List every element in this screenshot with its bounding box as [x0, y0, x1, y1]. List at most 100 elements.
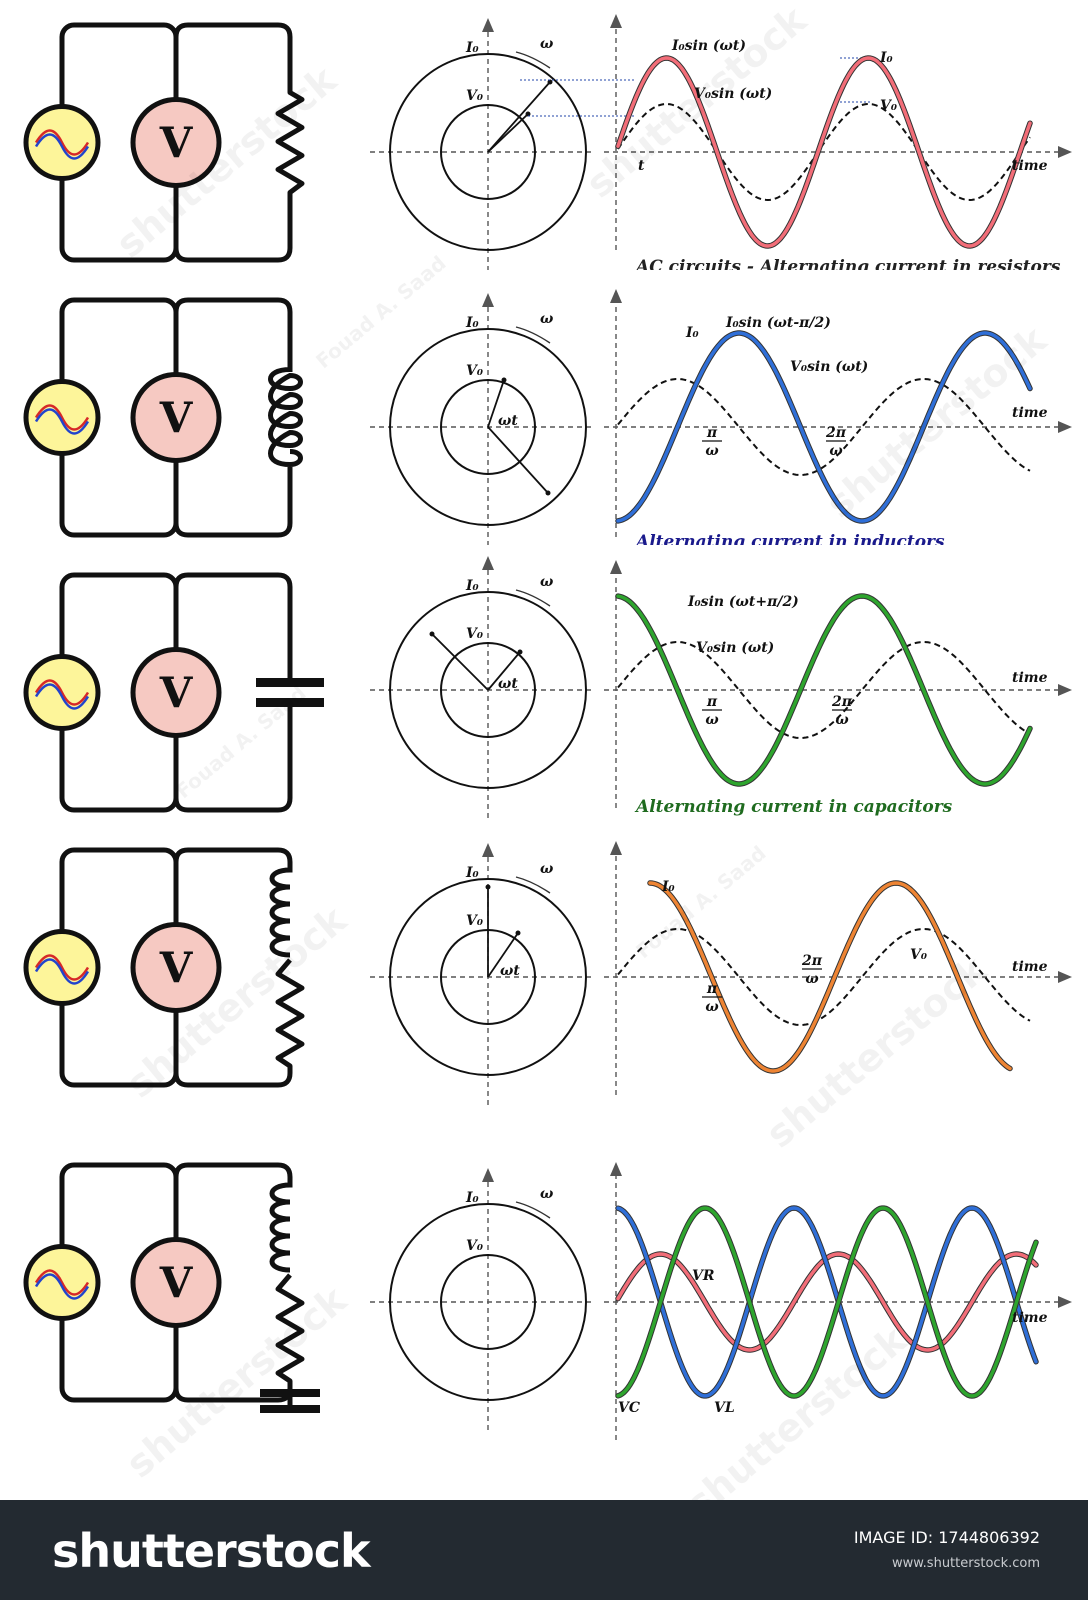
circuit-wire-right: [173, 572, 293, 813]
inductor-icon: [268, 312, 303, 523]
vc-label: VC: [618, 1400, 640, 1416]
sine-wave-icon: [34, 129, 90, 156]
omega-label: ω: [540, 861, 554, 877]
v0-label: V₀: [466, 88, 483, 104]
current-formula: I₀sin (ωt+π/2): [687, 594, 799, 610]
image-id: IMAGE ID: 1744806392: [853, 1528, 1040, 1547]
phasor-vector: [487, 932, 519, 978]
voltage-wave: [617, 928, 1031, 1026]
rotation-arrow-icon: [515, 876, 551, 894]
peak-current-label: I₀: [879, 50, 893, 66]
axis-arrow-icon: [610, 841, 622, 855]
i0-label: I₀: [465, 1190, 479, 1206]
voltmeter-icon: [130, 647, 222, 738]
voltmeter-icon: [130, 372, 222, 463]
axis-arrow-icon: [482, 843, 494, 857]
resistor-icon: [275, 958, 305, 1073]
phasor-vector: [487, 651, 521, 691]
capacitor-icon: [256, 678, 324, 707]
phasor-vector: [487, 81, 551, 153]
inductor-icon: [269, 862, 293, 958]
sine-wave-icon: [34, 958, 90, 985]
axis-arrow-icon: [610, 14, 622, 28]
axis-arrow-icon: [1058, 971, 1072, 983]
axis-arrow-icon: [1058, 421, 1072, 433]
vector-arrowhead-icon: [545, 490, 551, 496]
rotation-arrow-icon: [515, 51, 551, 69]
omega-label: ω: [540, 1186, 554, 1202]
circuit-wire-right: [173, 22, 293, 263]
current-wave: [616, 56, 1032, 248]
sine-wave-icon: [34, 408, 90, 435]
vector-arrowhead-icon: [485, 884, 491, 890]
peak-current-label: I₀: [685, 325, 699, 341]
axis-arrow-icon: [1058, 684, 1072, 696]
rotation-arrow-icon: [515, 589, 551, 607]
brand-logo: shutterstock: [52, 1524, 371, 1578]
axis-arrow-icon: [1058, 146, 1072, 158]
vector-arrowhead-icon: [429, 631, 435, 637]
axis-arrow-icon: [610, 560, 622, 574]
i0-label: I₀: [465, 578, 479, 594]
omega-label: ω: [540, 36, 554, 52]
vector-arrowhead-icon: [515, 930, 521, 936]
voltage-circle: [440, 379, 536, 475]
voltage-wave: [617, 378, 1031, 476]
rotation-arrow-icon: [515, 1201, 551, 1219]
current-wave: [648, 881, 1012, 1073]
vl-wave: [616, 1206, 1038, 1398]
voltage-circle: [440, 104, 536, 200]
voltmeter-letter: V: [159, 394, 194, 443]
fraction-numerator: π: [706, 694, 718, 710]
axis-arrow-icon: [482, 293, 494, 307]
phasor-vector: [487, 379, 505, 428]
vc-wave: [616, 1206, 1038, 1398]
sine-wave-icon: [34, 954, 90, 981]
axis-arrow-icon: [482, 556, 494, 570]
rotation-arrow-icon: [515, 326, 551, 344]
voltage-formula: V₀sin (ωt): [790, 359, 868, 375]
t-label: t: [638, 158, 645, 174]
current-formula: I₀sin (ωt-π/2): [725, 315, 831, 331]
voltmeter-letter: V: [159, 1259, 194, 1308]
axis-arrow-icon: [1058, 1296, 1072, 1308]
current-circle: [389, 328, 587, 526]
sine-wave-icon: [34, 133, 90, 160]
resistor-icon: [275, 1273, 305, 1393]
voltmeter-icon: [130, 97, 222, 188]
axis-arrow-icon: [610, 1162, 622, 1176]
vl-label: VL: [714, 1400, 735, 1416]
vr-label: VR: [692, 1268, 715, 1284]
voltmeter-letter: V: [159, 669, 194, 718]
vector-arrowhead-icon: [547, 79, 553, 85]
sine-wave-icon: [34, 1273, 90, 1300]
voltmeter-letter: V: [159, 119, 194, 168]
i0-label: I₀: [465, 315, 479, 331]
caption: AC circuits - Alternating current in res…: [634, 257, 1061, 270]
current-circle: [389, 591, 587, 789]
sine-wave-icon: [34, 1269, 90, 1296]
current-wave: [616, 331, 1032, 523]
v0-label: V₀: [466, 913, 483, 929]
fraction-denominator: ω: [829, 443, 843, 459]
v0-label: V₀: [466, 1238, 483, 1254]
fraction-numerator: 2π: [831, 694, 853, 710]
omega-label: ω: [540, 574, 554, 590]
fraction-denominator: ω: [705, 712, 719, 728]
caption: Alternating current in capacitors: [634, 797, 953, 817]
time-label: time: [1012, 670, 1048, 686]
current-circle: [389, 878, 587, 1076]
fraction-denominator: ω: [705, 443, 719, 459]
fraction-numerator: 2π: [825, 425, 847, 441]
vector-arrowhead-icon: [517, 649, 523, 655]
voltmeter-icon: [130, 1237, 222, 1328]
